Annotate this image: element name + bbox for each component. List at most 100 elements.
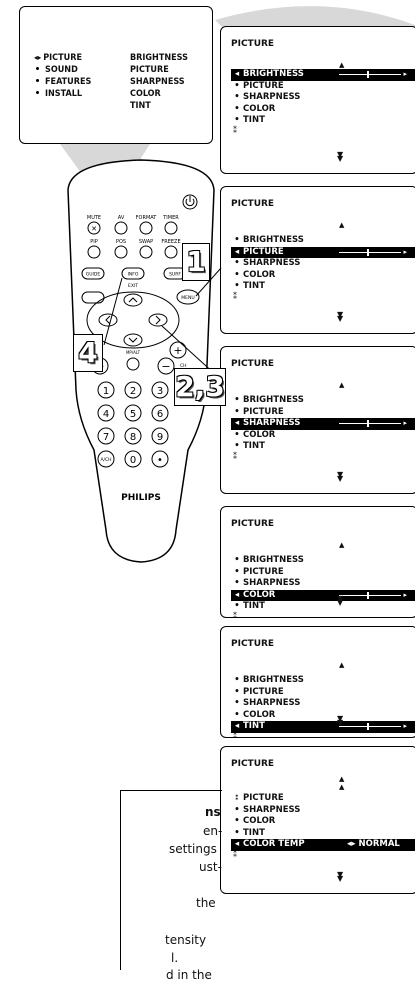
value-slider[interactable]: ▸: [339, 248, 407, 256]
digit-1-button[interactable]: 1: [97, 381, 115, 399]
menu-row-brightness[interactable]: ◂BRIGHTNESS▸: [231, 69, 415, 81]
digit-2-button[interactable]: 2: [124, 381, 142, 399]
freeze-label: FREEZE: [161, 239, 180, 245]
menu-item-features[interactable]: FEATURES: [34, 76, 91, 88]
left-arrow-icon: ◂: [234, 418, 240, 428]
menu-row-brightness[interactable]: •BRIGHTNESS: [231, 555, 415, 567]
menu-row-sharpness[interactable]: ◂SHARPNESS▸: [231, 418, 415, 430]
av-button[interactable]: [114, 221, 128, 235]
power-button[interactable]: [182, 194, 198, 210]
menu-row-brightness[interactable]: •BRIGHTNESS: [231, 235, 415, 247]
digit-3-button[interactable]: 3: [151, 381, 169, 399]
screen-menu-list: •BRIGHTNESS•PICTURE•SHARPNESS◂COLOR▸•TIN…: [231, 555, 415, 618]
menu-row-picture[interactable]: •PICTURE: [231, 407, 415, 419]
more-dots-icon: ⁑: [233, 611, 237, 618]
menu-row-color[interactable]: •COLOR: [231, 710, 415, 722]
menu-row-sharpness[interactable]: •SHARPNESS: [231, 258, 415, 270]
menu-row-picture[interactable]: •PICTURE: [231, 81, 415, 93]
ch-plus-button[interactable]: +: [169, 341, 187, 359]
menu-row-color[interactable]: •COLOR: [231, 430, 415, 442]
menu-row-color-temp[interactable]: ◂COLOR TEMP◂▸ NORMAL: [231, 839, 415, 851]
menu-row-sharpness[interactable]: •SHARPNESS: [231, 578, 415, 590]
menu-row-tint[interactable]: •TINT: [231, 115, 415, 127]
menu-row-sharpness[interactable]: •SHARPNESS: [231, 92, 415, 104]
remote-control: MUTE AV FORMAT TIMER ✕ PIP POS SWAP FREE…: [67, 159, 222, 563]
digit-6-button[interactable]: 6: [151, 404, 169, 422]
menu-row-sharpness[interactable]: •SHARPNESS: [231, 805, 415, 817]
digit-8-button[interactable]: 8: [124, 427, 142, 445]
menu-row-sharpness[interactable]: •SHARPNESS: [231, 698, 415, 710]
left-arrow-icon: ◂: [234, 589, 240, 600]
left-small-button[interactable]: [81, 291, 105, 304]
cursor-up-button[interactable]: [123, 293, 143, 307]
dot-button[interactable]: •: [151, 450, 169, 468]
scroll-down-icon: ▼▼: [337, 714, 344, 727]
screen-title: PICTURE: [231, 639, 275, 649]
submenu-item-brightness: BRIGHTNESS: [130, 53, 188, 63]
menu-row-picture[interactable]: ⁑PICTURE: [231, 793, 415, 805]
mute-button[interactable]: ✕: [87, 221, 101, 235]
cursor-right-button[interactable]: [148, 313, 168, 327]
screen-title: PICTURE: [231, 199, 275, 209]
menu-item-install[interactable]: INSTALL: [34, 88, 91, 100]
mpalt-button[interactable]: [126, 357, 140, 371]
digit-9-button[interactable]: 9: [151, 427, 169, 445]
menu-row-picture[interactable]: ◂PICTURE▸: [231, 246, 415, 258]
menu-row-tint[interactable]: •TINT: [231, 828, 415, 840]
cursor-down-button[interactable]: [123, 333, 143, 347]
ch-minus-button[interactable]: −: [157, 357, 175, 375]
menu-button[interactable]: MENU: [176, 289, 200, 305]
menu-row-picture[interactable]: •PICTURE: [231, 687, 415, 699]
main-menu-panel: ◂▸PICTURE SOUND FEATURES INSTALL BRIGHTN…: [19, 6, 213, 144]
menu-row-color[interactable]: ◂COLOR▸: [231, 589, 415, 601]
menu-row-color[interactable]: •COLOR: [231, 816, 415, 828]
menu-row-label: BRIGHTNESS: [243, 235, 304, 245]
menu-item-sound[interactable]: SOUND: [34, 64, 91, 76]
menu-row-label: TINT: [243, 721, 265, 731]
bullet-icon: •: [234, 601, 240, 611]
value-slider[interactable]: ▸: [339, 70, 407, 78]
scroll-up-icon: ▲: [339, 221, 345, 229]
svg-text:7: 7: [103, 432, 109, 443]
format-button[interactable]: [139, 221, 153, 235]
freeze-button[interactable]: [164, 245, 178, 259]
left-arrow-icon: ◂: [234, 69, 240, 79]
menu-row-tint[interactable]: •TINT: [231, 441, 415, 453]
value-slider[interactable]: ▸: [339, 419, 407, 427]
menu-row-tint[interactable]: •TINT: [231, 601, 415, 613]
menu-row-color[interactable]: •COLOR: [231, 104, 415, 116]
guide-button[interactable]: [81, 267, 105, 280]
menu-row-brightness[interactable]: •BRIGHTNESS: [231, 395, 415, 407]
digit-7-button[interactable]: 7: [97, 427, 115, 445]
svg-text:MENU: MENU: [181, 295, 194, 301]
cursor-left-button[interactable]: [98, 313, 118, 327]
menu-row-tint[interactable]: •TINT: [231, 281, 415, 293]
value-slider[interactable]: ▸: [339, 722, 407, 730]
digit-4-button[interactable]: 4: [97, 404, 115, 422]
menu-row-color[interactable]: •COLOR: [231, 270, 415, 282]
digit-0-button[interactable]: 0: [124, 450, 142, 468]
timer-button[interactable]: [164, 221, 178, 235]
scroll-up-icon: ▲: [339, 381, 345, 389]
value-slider[interactable]: ▸: [339, 591, 407, 599]
left-arrow-icon: ◂: [234, 246, 240, 257]
pip-button[interactable]: [87, 245, 101, 259]
svg-text:GUIDE: GUIDE: [86, 272, 101, 278]
digit-5-button[interactable]: 5: [124, 404, 142, 422]
swap-button[interactable]: [139, 245, 153, 259]
more-dots-icon: ⁑: [233, 125, 237, 135]
pos-button[interactable]: [114, 245, 128, 259]
menu-row-label: PICTURE: [243, 793, 284, 803]
bullet-icon: •: [234, 566, 240, 577]
info-button[interactable]: [121, 267, 145, 280]
step-2-3-label: 2,3: [174, 368, 226, 406]
menu-item-picture[interactable]: ◂▸PICTURE: [34, 53, 82, 63]
scroll-up-icon: ▲: [339, 541, 345, 549]
menu-row-picture[interactable]: •PICTURE: [231, 567, 415, 579]
submenu-item-tint: TINT: [130, 101, 151, 111]
menu-row-brightness[interactable]: •BRIGHTNESS: [231, 675, 415, 687]
menu-row-tint[interactable]: ◂TINT▸: [231, 721, 415, 733]
note-line-0: ns: [205, 805, 221, 819]
ach-button[interactable]: A/CH: [97, 450, 115, 468]
picture-menu-screen-3: PICTURE▲•BRIGHTNESS•PICTURE◂SHARPNESS▸•C…: [220, 346, 415, 494]
